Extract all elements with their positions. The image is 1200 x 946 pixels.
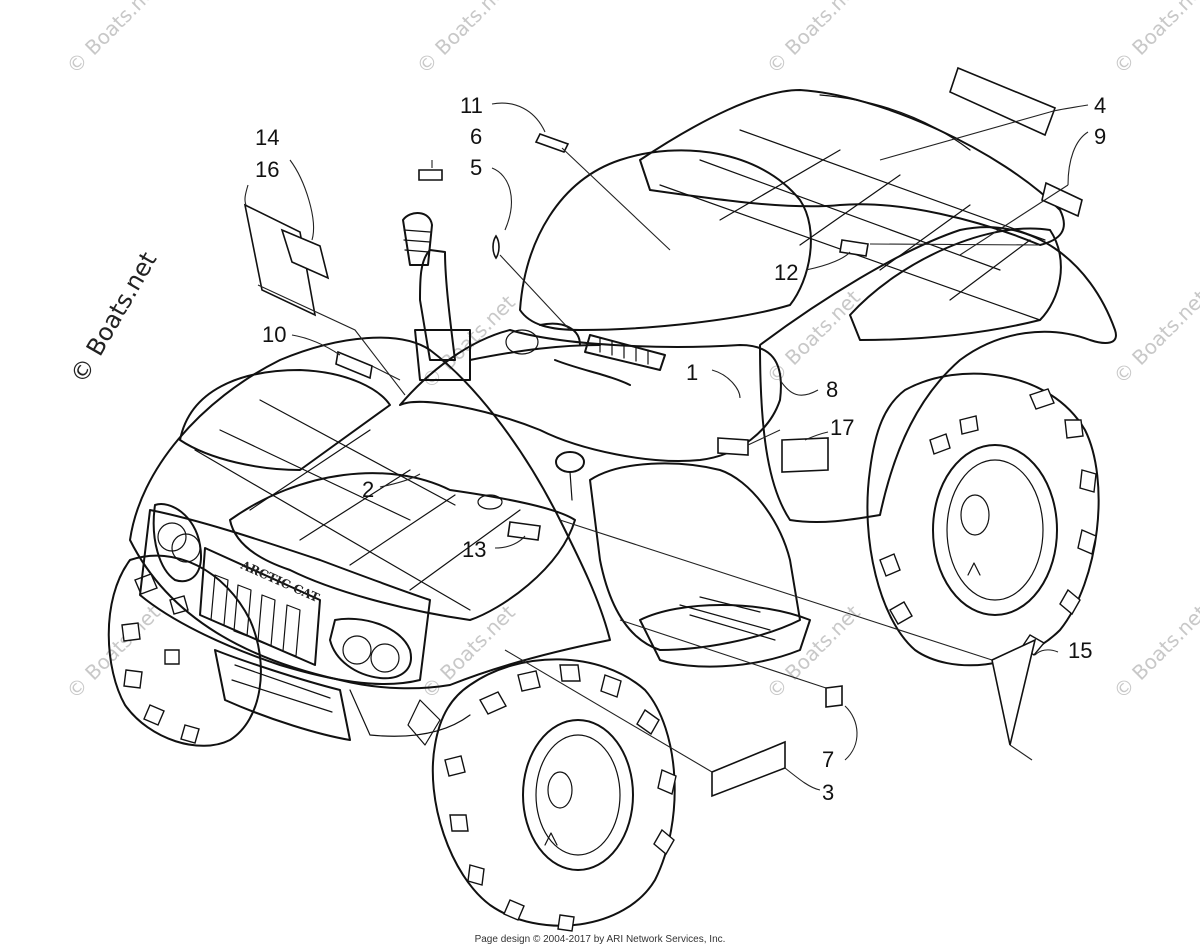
front-rack xyxy=(179,369,576,621)
decal-7 xyxy=(825,685,843,708)
callout-14: 14 xyxy=(255,125,279,150)
frame-line xyxy=(349,689,471,737)
decal-17 xyxy=(781,437,829,473)
watermark: © Boats.net xyxy=(1109,285,1200,388)
callout-8: 8 xyxy=(826,377,838,402)
decal-8 xyxy=(717,437,749,456)
watermark: © Boats.net xyxy=(762,0,865,79)
decal-6 xyxy=(418,169,443,181)
watermark: © Boats.net xyxy=(412,0,515,79)
watermark: © Boats.net xyxy=(62,0,165,79)
callout-13: 13 xyxy=(462,537,486,562)
headlight-left xyxy=(152,503,202,583)
callout-1: 1 xyxy=(686,360,698,385)
callout-3: 3 xyxy=(822,780,834,805)
shift-knob xyxy=(555,451,585,473)
callout-4: 4 xyxy=(1094,93,1106,118)
headlight-right xyxy=(329,617,412,680)
leader-lines xyxy=(244,102,1089,791)
callout-11: 11 xyxy=(460,93,483,118)
watermark: © Boats.net xyxy=(417,290,520,393)
body-side-panel xyxy=(399,329,782,462)
callout-10: 10 xyxy=(262,322,286,347)
grille xyxy=(199,547,321,666)
handlebar xyxy=(402,212,666,386)
watermark: © Boats.net xyxy=(62,600,165,703)
watermark: © Boats.net xyxy=(1109,0,1200,79)
front-rack-cap xyxy=(477,494,503,510)
decal-12 xyxy=(839,239,869,257)
callout-2: 2 xyxy=(362,477,374,502)
callout-12: 12 xyxy=(774,260,798,285)
watermark: © Boats.net xyxy=(1109,600,1200,703)
front-bumper-face xyxy=(139,509,431,685)
footwell xyxy=(589,462,811,668)
rear-wheel xyxy=(866,372,1100,667)
decal-layer xyxy=(243,66,1083,798)
rear-fender xyxy=(759,226,1117,524)
front-fender xyxy=(129,336,611,690)
footer-copyright: Page design © 2004-2017 by ARI Network S… xyxy=(475,934,726,945)
callout-labels: 1 2 3 4 5 6 7 8 9 10 11 12 13 14 15 16 1… xyxy=(255,93,1106,805)
decal-11 xyxy=(534,133,570,153)
callout-9: 9 xyxy=(1094,124,1106,149)
decal-9 xyxy=(1041,181,1083,218)
decal-13 xyxy=(507,521,541,541)
watermark: © Boats.net xyxy=(762,600,865,703)
watermark: © Boats.net xyxy=(762,285,865,388)
callout-17: 17 xyxy=(830,415,854,440)
callout-7: 7 xyxy=(822,747,834,772)
decal-14-16-inner xyxy=(280,228,330,280)
callout-15: 15 xyxy=(1068,638,1092,663)
front-skid-guard xyxy=(214,649,351,741)
callout-16: 16 xyxy=(255,157,279,182)
front-left-wheel xyxy=(107,554,262,747)
decal-5 xyxy=(492,234,500,260)
frame-line xyxy=(407,699,441,746)
seat xyxy=(519,149,812,331)
callout-5: 5 xyxy=(470,155,482,180)
callout-6: 6 xyxy=(470,124,482,149)
rear-rack xyxy=(639,89,1065,341)
watermark-main: © Boats.net xyxy=(65,247,162,388)
decal-15 xyxy=(991,638,1037,746)
front-right-wheel xyxy=(431,658,677,932)
decal-3 xyxy=(711,740,786,798)
decal-10 xyxy=(335,350,373,380)
